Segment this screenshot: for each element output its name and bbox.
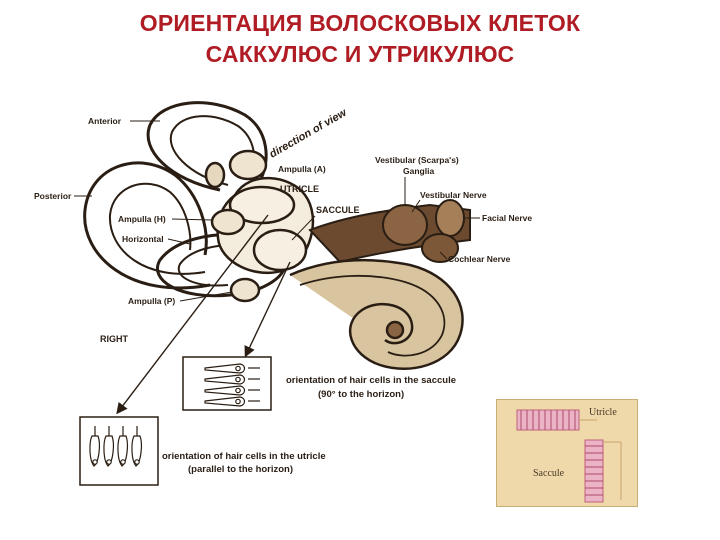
inset-utricle-label: Utricle	[589, 407, 617, 418]
vestibular-ganglia-shape	[382, 204, 428, 246]
saccule-hair-cell-group	[204, 363, 260, 407]
saccule-caption-line1: orientation of hair cells in the saccule	[286, 375, 456, 386]
saccule-hair-cells-box	[182, 356, 272, 411]
label-direction-of-view: direction of view	[268, 106, 350, 161]
label-facial-nerve: Facial Nerve	[482, 213, 532, 223]
inset-utricle-cells	[520, 410, 576, 430]
label-ampulla-p: Ampulla (P)	[128, 296, 175, 306]
utricle-hair-cells-box	[79, 416, 159, 486]
label-cochlear-nerve: Cochlear Nerve	[448, 254, 511, 264]
label-vestibular-ganglia-line1: Vestibular (Scarpa's)	[375, 155, 459, 165]
label-posterior: Posterior	[34, 191, 72, 201]
label-right: RIGHT	[100, 334, 129, 344]
saccule-shape	[252, 228, 308, 272]
nerves	[308, 199, 471, 264]
saccule-caption-line2: (90° to the horizon)	[318, 389, 404, 400]
ampulla-a-shape	[228, 149, 268, 181]
label-vestibular-ganglia-line2: Ganglia	[403, 166, 434, 176]
utricle-caption-line2: (parallel to the horizon)	[188, 464, 293, 475]
slide-title: ОРИЕНТАЦИЯ ВОЛОСКОВЫХ КЛЕТОК САККУЛЮС И …	[0, 8, 720, 70]
label-horizontal: Horizontal	[122, 234, 164, 244]
label-ampulla-h: Ampulla (H)	[118, 214, 166, 224]
inset-hair-cells-panel: Utricle Saccule	[496, 399, 638, 507]
cochlea	[289, 259, 464, 370]
ampulla-h-shape	[210, 208, 246, 236]
label-utricle: UTRICLE	[280, 184, 319, 194]
inset-saccule-cells	[585, 445, 603, 496]
pointer-arrows	[116, 214, 291, 415]
label-ampulla-a: Ampulla (A)	[278, 164, 326, 174]
inset-saccule-label: Saccule	[533, 468, 565, 479]
title-line-2: САККУЛЮС И УТРИКУЛЮС	[205, 41, 515, 67]
utricle-caption-line1: orientation of hair cells in the utricle	[162, 451, 326, 462]
horizontal-canal	[156, 232, 288, 298]
ampulla-p-shape	[229, 277, 261, 303]
semicircular-canals	[83, 101, 288, 298]
posterior-canal	[83, 161, 211, 290]
inset-illustration: Utricle Saccule	[516, 407, 622, 503]
label-vestibular-nerve: Vestibular Nerve	[420, 190, 487, 200]
label-saccule: SACCULE	[316, 205, 360, 215]
label-anterior: Anterior	[88, 116, 122, 126]
arrow-to-saccule-box	[244, 261, 291, 358]
utricle-hair-cell-group	[89, 426, 142, 467]
arrow-to-utricle-box	[116, 214, 269, 415]
anterior-canal	[146, 101, 268, 192]
title-line-1: ОРИЕНТАЦИЯ ВОЛОСКОВЫХ КЛЕТОК	[139, 10, 581, 36]
facial-nerve-shape	[435, 199, 465, 237]
